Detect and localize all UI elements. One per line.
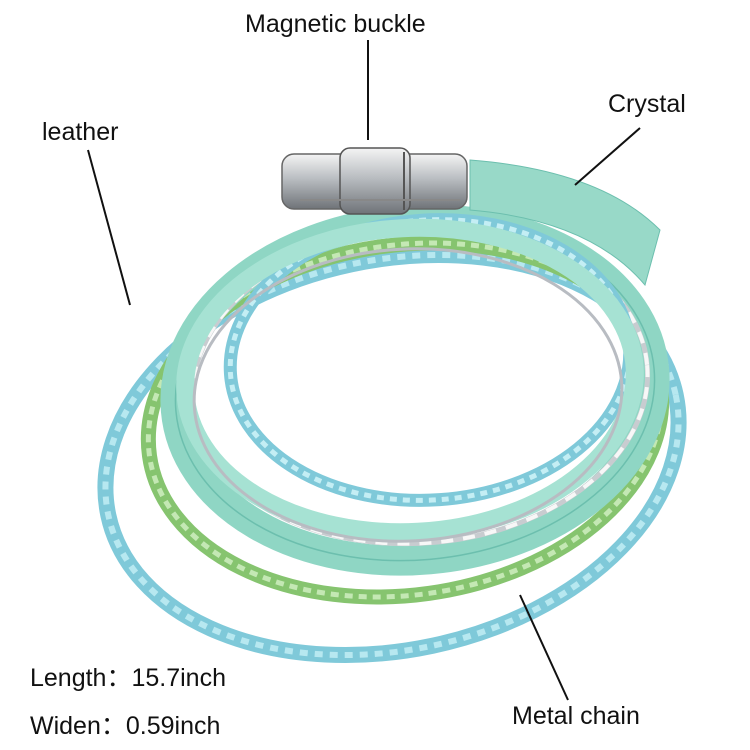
width-spec: Widen：0.59inch bbox=[30, 712, 221, 740]
length-spec: Length：15.7inch bbox=[30, 664, 226, 692]
leather-callout-line bbox=[87, 149, 131, 306]
light-blue-braid-outer-texture bbox=[102, 251, 682, 659]
leather-flap bbox=[469, 159, 661, 287]
crystal-strip bbox=[190, 224, 650, 546]
magnetic-buckle bbox=[281, 147, 468, 215]
metal-chain-label: Metal chain bbox=[512, 702, 640, 730]
magnetic-buckle-label: Magnetic buckle bbox=[245, 10, 426, 38]
metal-chain-strip-2 bbox=[192, 247, 624, 543]
crystal-callout-line bbox=[574, 127, 641, 186]
chain-callout-line bbox=[519, 594, 569, 701]
leather-label: leather bbox=[42, 118, 119, 146]
crystal-label: Crystal bbox=[608, 90, 686, 118]
mint-leather-inner bbox=[176, 218, 644, 542]
